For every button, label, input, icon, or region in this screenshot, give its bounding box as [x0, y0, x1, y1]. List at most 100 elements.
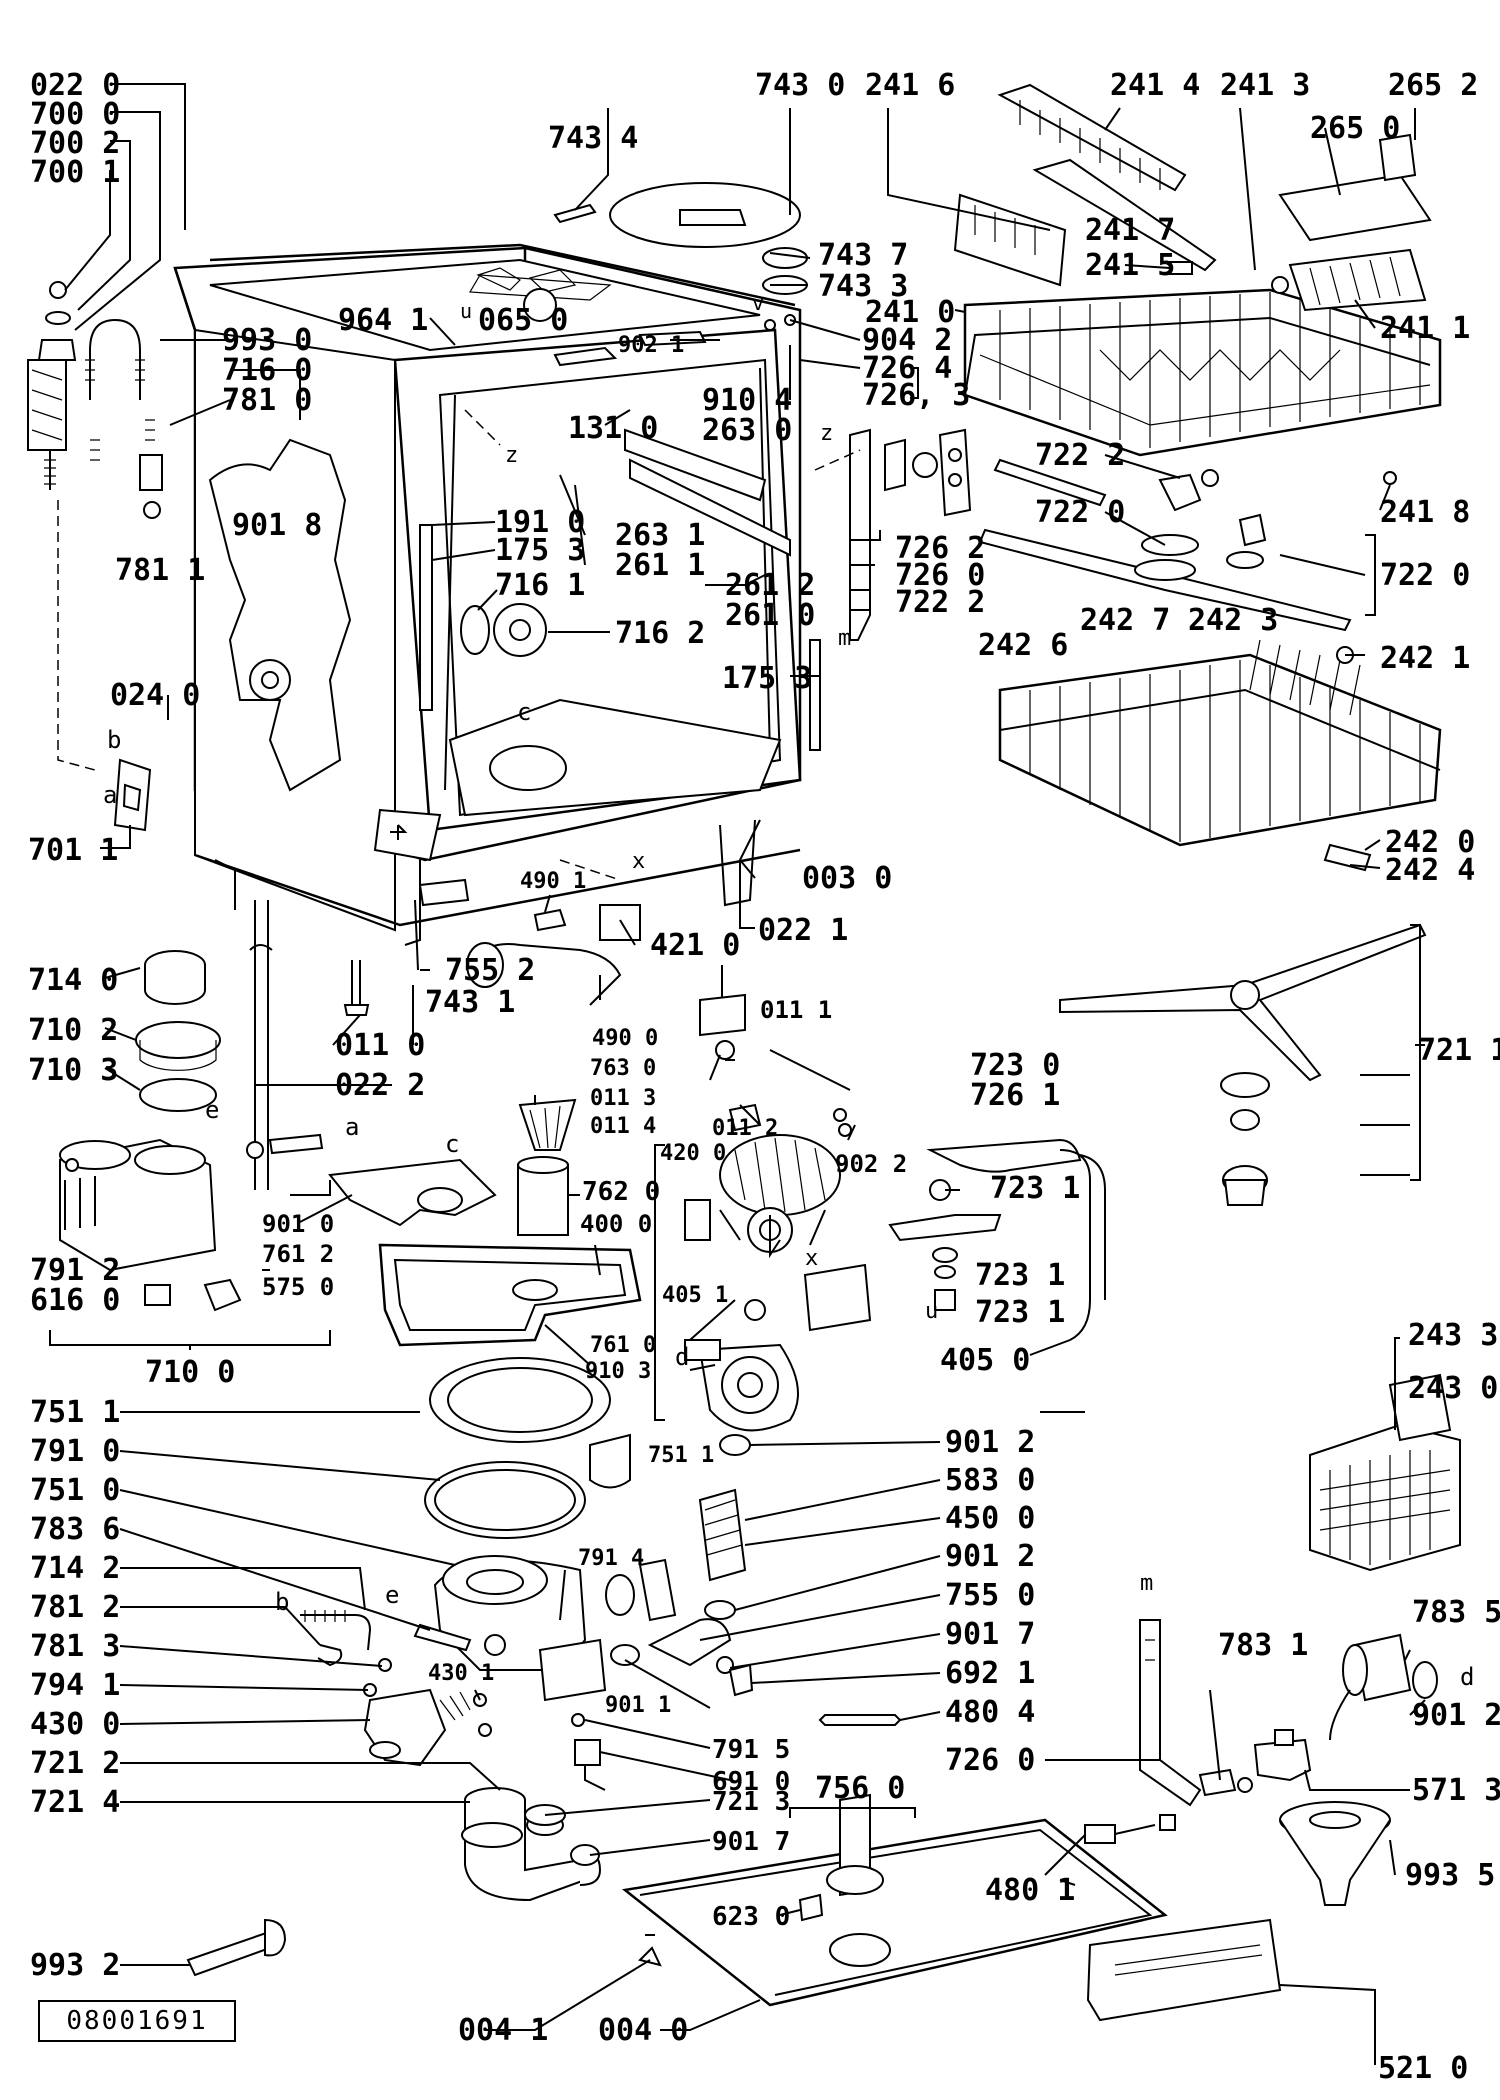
label-263-0: 263 0: [702, 413, 792, 448]
marker-v: v: [752, 291, 764, 315]
label-261-0: 261 0: [725, 598, 815, 633]
label-420-0: 420 0: [660, 1141, 726, 1166]
label-791-2: 791 2: [30, 1253, 120, 1288]
label-011-2: 011 2: [712, 1116, 778, 1141]
label-743-7: 743 7: [818, 238, 908, 273]
label-714-0: 714 0: [28, 963, 118, 998]
label-175-3b: 175 3: [722, 661, 812, 696]
label-011-1: 011 1: [760, 996, 832, 1024]
label-756-0: 756 0: [815, 1771, 905, 1806]
label-400-0: 400 0: [580, 1210, 652, 1238]
label-480-4: 480 4: [945, 1695, 1035, 1730]
label-243-3: 243 3: [1408, 1318, 1498, 1353]
marker-a: a: [103, 781, 117, 809]
marker-e: e: [205, 1096, 219, 1124]
document-reference-box: 08001691: [38, 2000, 236, 2042]
marker-b: b: [107, 726, 121, 754]
label-722-0a: 722 0: [1035, 495, 1125, 530]
group-bracket-726: [910, 367, 919, 399]
label-743-3: 743 3: [818, 269, 908, 304]
water-softener: [59, 900, 273, 1312]
label-901-2b: 901 2: [945, 1539, 1035, 1574]
label-004-1: 004 1: [458, 2013, 548, 2048]
label-781-1: 781 1: [115, 553, 205, 588]
label-726-3: 726, 3: [862, 378, 970, 413]
label-700-2: 700 2: [30, 126, 120, 161]
marker-z: z: [505, 443, 518, 468]
label-175-3a: 175 3: [495, 533, 585, 568]
label-902-2: 902 2: [835, 1150, 907, 1178]
label-751-1b: 751 1: [648, 1443, 714, 1468]
label-755-2: 755 2: [445, 953, 535, 988]
label-623-0: 623 0: [712, 1902, 790, 1932]
label-901-0: 901 0: [262, 1210, 334, 1238]
label-241-6: 241 6: [865, 68, 955, 103]
label-700-0: 700 0: [30, 97, 120, 132]
label-763-0: 763 0: [590, 1056, 656, 1081]
group-bracket-721: [1410, 924, 1421, 1181]
label-571-3: 571 3: [1412, 1773, 1500, 1808]
label-783-6: 783 6: [30, 1512, 120, 1547]
inlet-and-drain-parts: [1084, 1373, 1461, 1906]
label-490-1: 490 1: [520, 869, 586, 894]
marker-m2: m: [1140, 1571, 1153, 1596]
label-430-1: 430 1: [428, 1661, 494, 1686]
label-480-1: 480 1: [985, 1873, 1075, 1908]
group-bracket-722: [1365, 534, 1376, 616]
marker-a2: a: [345, 1113, 359, 1141]
label-710-0: 710 0: [145, 1355, 235, 1390]
label-723-1a: 723 1: [990, 1171, 1080, 1206]
label-721-4: 721 4: [30, 1785, 120, 1820]
label-241-5: 241 5: [1085, 248, 1175, 283]
label-011-0: 011 0: [335, 1028, 425, 1063]
label-993-2: 993 2: [30, 1948, 120, 1983]
group-bracket-400: [654, 1144, 665, 1421]
marker-x: x: [632, 849, 645, 874]
label-616-0: 616 0: [30, 1283, 120, 1318]
label-241-4: 241 4: [1110, 68, 1200, 103]
label-521-0: 521 0: [1378, 2051, 1468, 2086]
wrench-tool: [186, 1918, 287, 1977]
label-783-5: 783 5: [1412, 1595, 1500, 1630]
upper-basket: [953, 83, 1442, 485]
label-716-2: 716 2: [615, 616, 705, 651]
label-791-0: 791 0: [30, 1434, 120, 1469]
label-901-2a: 901 2: [945, 1425, 1035, 1460]
label-791-4: 791 4: [578, 1546, 644, 1571]
label-242-0: 242 0: [1385, 825, 1475, 860]
upper-spray-arm: [978, 458, 1352, 632]
label-901-7a: 901 7: [945, 1617, 1035, 1652]
marker-c: c: [517, 698, 531, 726]
label-751-0: 751 0: [30, 1473, 120, 1508]
group-bracket-710: [49, 1330, 331, 1350]
label-583-0: 583 0: [945, 1463, 1035, 1498]
label-722-2a: 722 2: [1035, 438, 1125, 473]
label-024-0: 024 0: [110, 678, 200, 713]
marker-u: u: [460, 299, 472, 323]
group-bracket-756: [789, 1807, 916, 1818]
label-726-2: 726 2: [895, 531, 985, 566]
label-242-6: 242 6: [978, 628, 1068, 663]
label-721-2: 721 2: [30, 1746, 120, 1781]
lower-spray-arm: [1059, 923, 1427, 1206]
label-781-2: 781 2: [30, 1590, 120, 1625]
label-781-3: 781 3: [30, 1629, 120, 1664]
label-065-0: 065 0: [478, 303, 568, 338]
label-241-7: 241 7: [1085, 213, 1175, 248]
label-781-0: 781 0: [222, 383, 312, 418]
label-430-0: 430 0: [30, 1707, 120, 1742]
label-755-0: 755 0: [945, 1578, 1035, 1613]
label-265-2: 265 2: [1388, 68, 1478, 103]
label-714-2: 714 2: [30, 1551, 120, 1586]
label-964-1: 964 1: [338, 303, 428, 338]
label-904-2: 904 2: [862, 323, 952, 358]
label-710-3: 710 3: [28, 1053, 118, 1088]
label-011-4: 011 4: [590, 1114, 656, 1139]
label-261-2: 261 2: [725, 568, 815, 603]
cabinet-tub: [173, 243, 972, 946]
label-242-4: 242 4: [1385, 853, 1475, 888]
label-910-3: 910 3: [585, 1359, 651, 1384]
label-761-0: 761 0: [590, 1333, 656, 1358]
label-762-0: 762 0: [582, 1177, 660, 1207]
marker-e2: e: [385, 1581, 399, 1609]
